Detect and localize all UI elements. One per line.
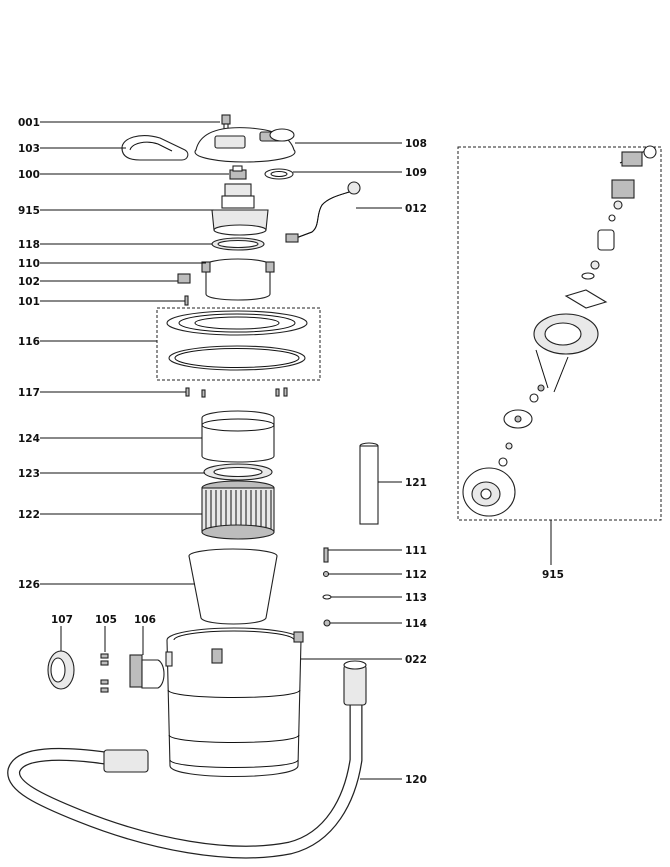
label-122: 122 bbox=[18, 509, 40, 521]
part-102-block bbox=[177, 273, 191, 284]
label-114: 114 bbox=[405, 618, 427, 630]
part-labels: 001 103 100 915 118 110 102 101 116 117 … bbox=[18, 117, 564, 786]
part-123-ring bbox=[203, 463, 273, 481]
label-107: 107 bbox=[51, 614, 73, 626]
part-109-ring bbox=[264, 168, 294, 180]
part-114-nut bbox=[323, 619, 331, 627]
part-111-bolt bbox=[323, 547, 329, 563]
label-111: 111 bbox=[405, 545, 427, 557]
part-108-head-cover bbox=[194, 127, 296, 163]
part-915-exploded-motor bbox=[462, 145, 657, 517]
label-001: 001 bbox=[18, 117, 40, 129]
part-107-ring bbox=[47, 650, 75, 690]
part-112-washer bbox=[322, 570, 330, 578]
part-113-oring bbox=[322, 594, 332, 600]
label-121: 121 bbox=[405, 477, 427, 489]
part-105-screws bbox=[100, 653, 109, 693]
label-117: 117 bbox=[18, 387, 40, 399]
label-116: 116 bbox=[18, 336, 40, 348]
part-122-pleated-filter bbox=[201, 480, 275, 540]
label-915-detail: 915 bbox=[542, 569, 564, 581]
part-121-tube bbox=[359, 442, 379, 525]
part-106-inlet bbox=[129, 654, 165, 689]
part-126-pre-filter bbox=[188, 548, 278, 625]
label-110: 110 bbox=[18, 258, 40, 270]
part-117-pins bbox=[185, 387, 288, 398]
part-915-motor bbox=[211, 183, 269, 236]
label-126: 126 bbox=[18, 579, 40, 591]
part-120-hose bbox=[7, 660, 367, 859]
label-123: 123 bbox=[18, 468, 40, 480]
part-116-lid bbox=[166, 310, 308, 371]
label-102: 102 bbox=[18, 276, 40, 288]
part-022-tank bbox=[165, 627, 304, 777]
part-110-motor-housing bbox=[201, 258, 275, 301]
part-100-switch bbox=[229, 165, 247, 180]
label-106: 106 bbox=[134, 614, 156, 626]
label-124: 124 bbox=[18, 433, 40, 445]
part-101-pin bbox=[184, 295, 189, 306]
label-103: 103 bbox=[18, 143, 40, 155]
label-100: 100 bbox=[18, 169, 40, 181]
label-101: 101 bbox=[18, 296, 40, 308]
label-112: 112 bbox=[405, 569, 427, 581]
part-116-group-box bbox=[156, 307, 321, 381]
label-105: 105 bbox=[95, 614, 117, 626]
label-113: 113 bbox=[405, 592, 427, 604]
label-120: 120 bbox=[405, 774, 427, 786]
label-118: 118 bbox=[18, 239, 40, 251]
label-915: 915 bbox=[18, 205, 40, 217]
label-109: 109 bbox=[405, 167, 427, 179]
label-012: 012 bbox=[405, 203, 427, 215]
label-022: 022 bbox=[405, 654, 427, 666]
part-118-ring bbox=[211, 237, 265, 251]
label-108: 108 bbox=[405, 138, 427, 150]
part-103-handle bbox=[121, 135, 189, 161]
part-915-detail-box bbox=[457, 146, 662, 521]
part-124-filter-cage bbox=[201, 410, 275, 463]
leader-lines bbox=[40, 121, 552, 780]
part-012-power-cord bbox=[285, 181, 361, 243]
